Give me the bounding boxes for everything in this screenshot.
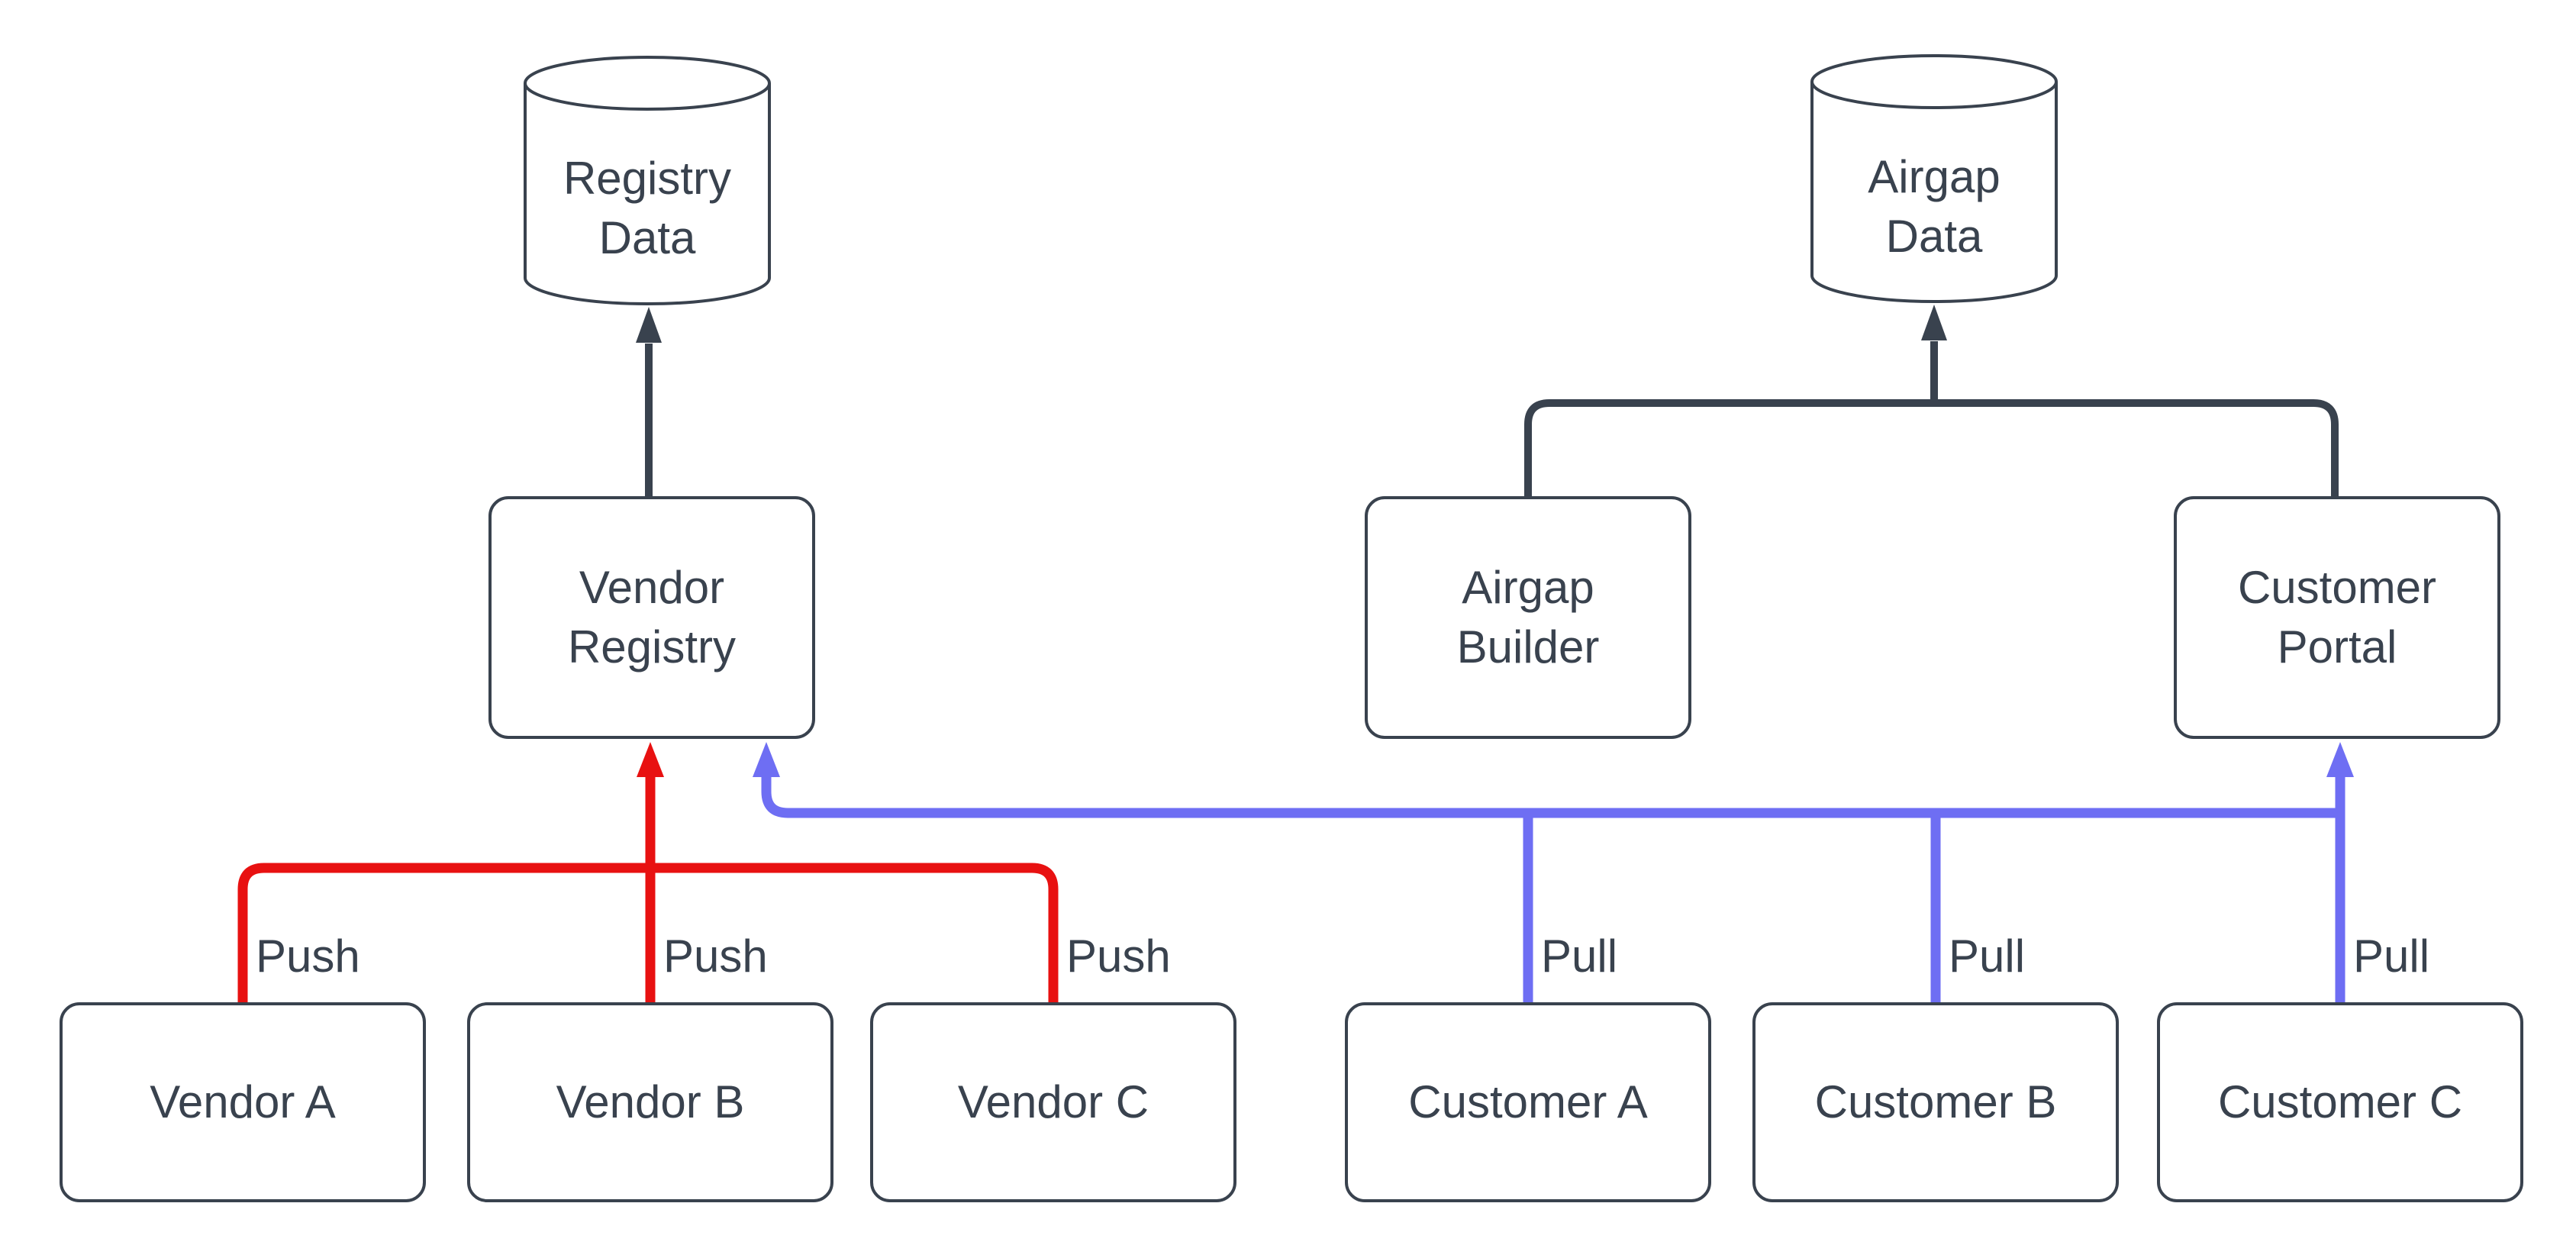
registry-data-text: Registry Data: [563, 153, 732, 263]
edge-pull-bus: [761, 776, 2340, 818]
node-vendor-b: Vendor B: [467, 1002, 833, 1202]
node-vendor-registry: Vendor Registry: [488, 496, 815, 739]
node-customer-b: Customer B: [1752, 1002, 2119, 1202]
edge-builder-portal-bus: [1524, 399, 2339, 496]
airgap-builder-text: Airgap Builder: [1456, 562, 1600, 673]
edge-label-push-vendor-a: Push: [256, 931, 360, 982]
arrowhead-airgap-data: [1921, 305, 1947, 340]
label-airgap-data: Airgap Data: [1812, 147, 2056, 266]
customer-c-text: Customer C: [2217, 1076, 2463, 1127]
arrowhead-registry-data: [636, 307, 662, 343]
arrowhead-pull-customer-portal: [2326, 742, 2354, 777]
arrowhead-pull-vendor-registry: [753, 742, 780, 777]
edge-label-pull-customer-c: Pull: [2353, 931, 2430, 982]
airgap-data-text: Airgap Data: [1868, 151, 2001, 262]
arrowhead-push-vendor-registry: [637, 742, 664, 777]
label-registry-data: Registry Data: [525, 149, 769, 268]
vendor-c-text: Vendor C: [957, 1076, 1149, 1127]
vendor-registry-text: Vendor Registry: [567, 562, 737, 673]
cylinder-registry-data: [524, 56, 771, 305]
customer-portal-text: Customer Portal: [2237, 562, 2437, 673]
customer-a-text: Customer A: [1408, 1076, 1648, 1127]
vendor-a-text: Vendor A: [150, 1076, 336, 1127]
edge-label-push-vendor-c: Push: [1066, 931, 1171, 982]
edge-label-pull-customer-a: Pull: [1541, 931, 1618, 982]
node-vendor-a: Vendor A: [60, 1002, 426, 1202]
edge-label-pull-customer-b: Pull: [1949, 931, 2026, 982]
cylinder-airgap-data: [1810, 54, 2058, 303]
node-vendor-c: Vendor C: [870, 1002, 1236, 1202]
node-airgap-builder: Airgap Builder: [1365, 496, 1691, 739]
edge-label-push-vendor-b: Push: [663, 931, 768, 982]
customer-b-text: Customer B: [1814, 1076, 2057, 1127]
vendor-b-text: Vendor B: [556, 1076, 745, 1127]
node-customer-c: Customer C: [2157, 1002, 2523, 1202]
node-customer-portal: Customer Portal: [2174, 496, 2500, 739]
node-customer-a: Customer A: [1345, 1002, 1711, 1202]
